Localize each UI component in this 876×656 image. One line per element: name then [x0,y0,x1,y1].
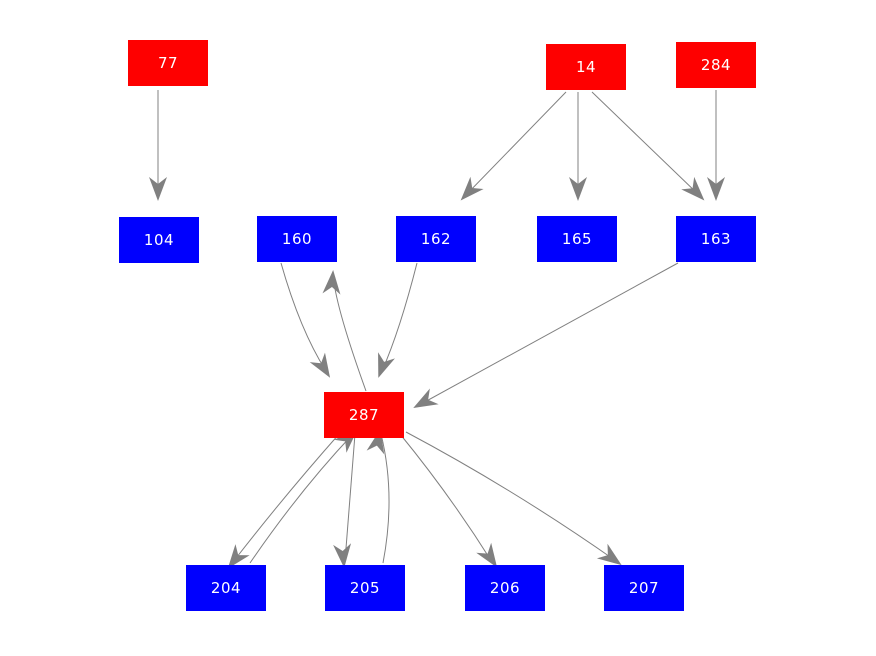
graph-node-label: 162 [420,230,452,248]
graph-node-label: 207 [628,579,660,597]
graph-node-204[interactable]: 204 [186,565,266,611]
arrowhead-icon [476,542,498,568]
graph-node-label: 163 [700,230,732,248]
arrowhead-icon [569,177,587,201]
graph-edge [249,433,354,564]
arrowhead-icon [681,176,705,201]
arrowhead-icon [707,177,725,201]
graph-node-label: 284 [700,56,732,74]
graph-edge [381,262,418,372]
graph-node-label: 165 [561,230,593,248]
arrowhead-icon [378,352,395,378]
graph-node-label: 206 [489,579,521,597]
graph-node-104[interactable]: 104 [119,217,199,263]
arrowhead-icon [149,177,167,201]
arrowhead-icon [309,352,331,378]
arrowhead-icon [333,543,352,568]
graph-edge [464,91,567,197]
arrowhead-icon [227,544,250,569]
graph-node-165[interactable]: 165 [537,216,617,262]
graph-node-label: 77 [157,54,179,72]
graph-edge [591,91,701,197]
graph-edge [232,432,341,563]
graph-node-206[interactable]: 206 [465,565,545,611]
arrowhead-icon [413,388,439,408]
graph-edge [344,433,356,562]
graph-node-label: 104 [143,231,175,249]
graph-node-163[interactable]: 163 [676,216,756,262]
graph-node-label: 14 [575,58,597,76]
graph-edge [405,431,617,562]
graph-node-77[interactable]: 77 [128,40,208,86]
graph-edge [380,433,390,564]
graph-node-label: 205 [349,579,381,597]
graph-node-207[interactable]: 207 [604,565,684,611]
graph-node-label: 204 [210,579,242,597]
graph-node-284[interactable]: 284 [676,42,756,88]
graph-edge [280,262,327,372]
arrowhead-icon [460,176,484,201]
arrowhead-icon [596,543,622,566]
graph-node-label: 160 [281,230,313,248]
arrowhead-icon [322,270,341,295]
graph-node-287[interactable]: 287 [324,392,404,438]
graph-node-label: 287 [348,406,380,424]
graph-node-160[interactable]: 160 [257,216,337,262]
graph-node-162[interactable]: 162 [396,216,476,262]
graph-edge [399,433,493,563]
graph-edge [420,262,679,405]
graph-node-205[interactable]: 205 [325,565,405,611]
graph-node-14[interactable]: 14 [546,44,626,90]
